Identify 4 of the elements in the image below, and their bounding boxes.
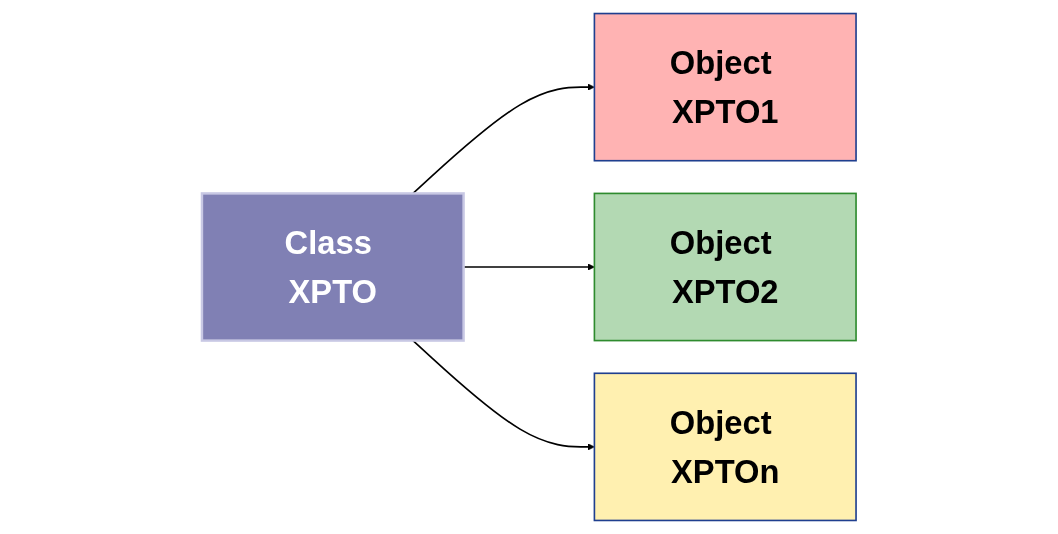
node-box: Class XPTO <box>200 192 465 342</box>
node-box: Object XPTO1 <box>593 12 857 162</box>
node-box: Object XPTO2 <box>593 192 857 342</box>
node-box: Object XPTOn <box>593 372 857 522</box>
